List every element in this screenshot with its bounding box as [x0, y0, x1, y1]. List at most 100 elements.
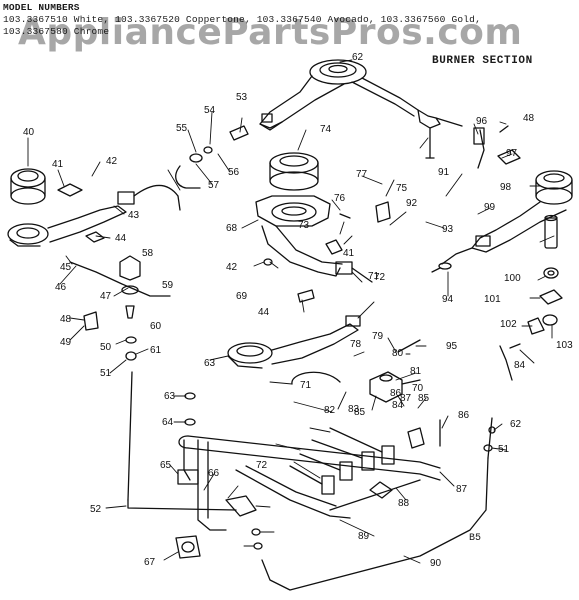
callout-40: 40 — [23, 127, 35, 138]
callout-83: 83 — [348, 404, 360, 415]
callout-75: 75 — [396, 183, 408, 194]
callout-87-repeat: 87 — [400, 393, 412, 404]
callout-91: 91 — [438, 167, 450, 178]
callout-104: 104 — [0, 0, 17, 3]
callout-69: 69 — [236, 291, 248, 302]
leader-lines — [27, 59, 555, 564]
callout-44: 44 — [115, 233, 127, 244]
callout-64: 64 — [162, 417, 174, 428]
callout-51: 51 — [100, 368, 112, 379]
callout-52: 52 — [90, 504, 102, 515]
callout-45: 45 — [60, 262, 72, 273]
callout-89: 89 — [358, 531, 370, 542]
model-numbers-heading: MODEL NUMBERS — [3, 2, 80, 13]
callout-53: 53 — [236, 92, 248, 103]
callout-102: 102 — [500, 319, 517, 330]
callout-42-repeat: 42 — [226, 262, 238, 273]
callout-51-repeat: 51 — [498, 444, 510, 455]
burner-top-left — [7, 168, 127, 247]
callout-86-repeat: 86 — [390, 388, 402, 399]
callout-98: 98 — [500, 182, 512, 193]
burner-top-right — [259, 59, 419, 131]
callout-65: 65 — [160, 460, 172, 471]
callout-63: 63 — [164, 391, 176, 402]
callout-55: 55 — [176, 123, 188, 134]
callout-84: 84 — [392, 400, 404, 411]
callout-94: 94 — [442, 294, 454, 305]
callout-56: 56 — [228, 167, 240, 178]
callout-92: 92 — [406, 198, 418, 209]
callout-85: 85 — [418, 393, 430, 404]
burner-lower — [227, 315, 361, 369]
callout-66: 66 — [208, 468, 220, 479]
page-code: B5 — [469, 533, 482, 544]
callout-42: 42 — [106, 156, 118, 167]
callout-103: 103 — [556, 340, 573, 351]
callout-99: 99 — [484, 202, 496, 213]
callout-60: 60 — [150, 321, 162, 332]
callout-57: 57 — [208, 180, 220, 191]
callout-70: 70 — [412, 383, 424, 394]
callout-96: 96 — [476, 116, 488, 127]
callout-72-repeat: 72 — [374, 272, 386, 283]
manifold-valves — [289, 427, 395, 499]
right-misc-parts — [375, 125, 563, 335]
model-numbers-line-1: 103.3367510 White, 103.3367520 Copperton… — [3, 14, 481, 25]
callout-79: 79 — [372, 331, 384, 342]
callout-48: 48 — [60, 314, 72, 325]
callout-82: 82 — [324, 405, 336, 416]
sensor-left — [57, 183, 181, 243]
callout-68: 68 — [226, 223, 238, 234]
callout-46: 46 — [55, 282, 67, 293]
callout-101: 101 — [484, 294, 501, 305]
manifold-pipe — [127, 371, 493, 591]
callout-67: 67 — [144, 557, 156, 568]
callout-87: 87 — [456, 484, 468, 495]
callout-90: 90 — [430, 558, 442, 569]
callout-93: 93 — [442, 224, 454, 235]
callout-84-repeat: 84 — [514, 360, 526, 371]
callout-50: 50 — [100, 342, 112, 353]
callout-62: 62 — [352, 52, 364, 63]
callout-80: 80 — [392, 348, 404, 359]
callout-95: 95 — [446, 341, 458, 352]
callout-47: 47 — [100, 291, 112, 302]
callout-layer: 40 41 42 43 44 45 46 47 48 49 50 51 52 53 54 55 56 57 58 59… — [0, 0, 573, 569]
model-numbers-line-2: 103.3367580 Chrome — [3, 26, 110, 37]
thermostat — [291, 339, 521, 449]
callout-44-repeat: 44 — [258, 307, 270, 318]
callout-76: 76 — [334, 193, 346, 204]
callout-78: 78 — [350, 339, 362, 350]
callout-71-repeat: 71 — [300, 380, 312, 391]
callout-49: 49 — [60, 337, 72, 348]
callout-48-repeat: 48 — [523, 113, 535, 124]
callout-62-repeat: 62 — [510, 419, 522, 430]
upper-small-parts — [175, 125, 351, 303]
callout-85-repeat: 85 — [354, 407, 366, 418]
callout-86: 86 — [458, 410, 470, 421]
callout-41-repeat: 41 — [343, 248, 355, 259]
callout-88: 88 — [398, 498, 410, 509]
callout-71: 71 — [368, 271, 380, 282]
callout-61: 61 — [150, 345, 162, 356]
burner-center — [255, 152, 373, 283]
callout-77: 77 — [356, 169, 368, 180]
callout-54: 54 — [204, 105, 216, 116]
callout-63-repeat: 63 — [204, 358, 216, 369]
callout-100: 100 — [504, 273, 521, 284]
callout-41: 41 — [52, 159, 64, 170]
left-support — [69, 255, 171, 361]
callout-59: 59 — [162, 280, 174, 291]
callout-81: 81 — [410, 366, 422, 377]
valve-top-right — [417, 109, 463, 159]
callout-43: 43 — [128, 210, 140, 221]
callout-97: 97 — [506, 148, 518, 159]
left-lower-parts — [175, 392, 496, 559]
callout-74: 74 — [320, 124, 332, 135]
callout-72: 72 — [256, 460, 268, 471]
section-title: BURNER SECTION — [432, 55, 533, 67]
watermark: AppliancePartsPros.com — [18, 12, 523, 53]
callout-58: 58 — [142, 248, 154, 259]
